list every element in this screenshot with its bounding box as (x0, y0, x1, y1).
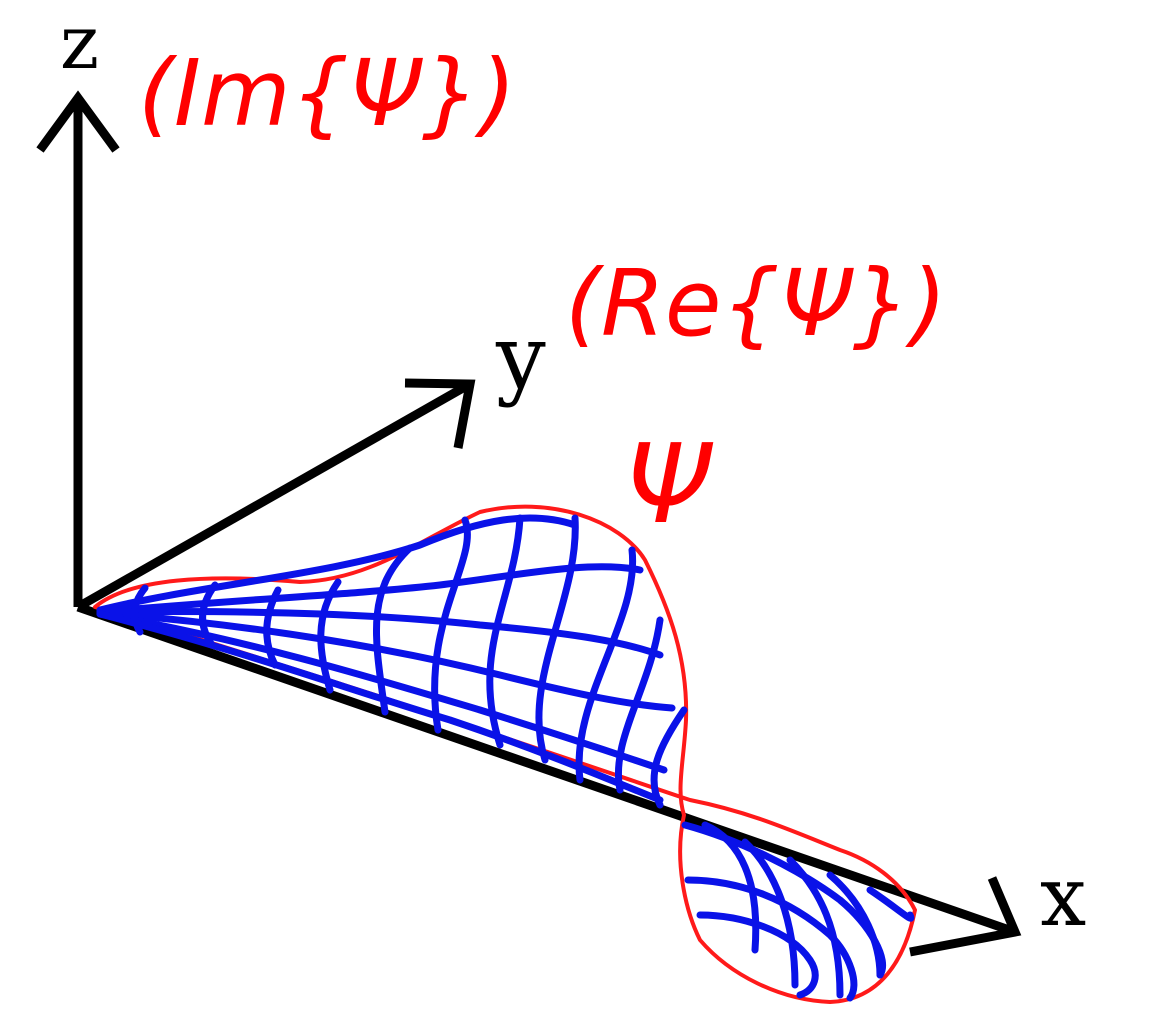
wave-label: Ψ (625, 420, 714, 548)
y-axis-note: (Re{Ψ}) (565, 250, 947, 357)
y-axis: y (75, 306, 546, 611)
y-axis-label: y (495, 306, 546, 409)
wave-outline (93, 504, 917, 1004)
z-axis-note: (Im{Ψ}) (138, 40, 516, 147)
z-axis-label: z (60, 0, 99, 86)
x-axis: x (76, 602, 1086, 957)
x-axis-label: x (1040, 850, 1086, 945)
z-axis: z (36, 0, 120, 607)
wave-mesh (96, 514, 915, 1002)
